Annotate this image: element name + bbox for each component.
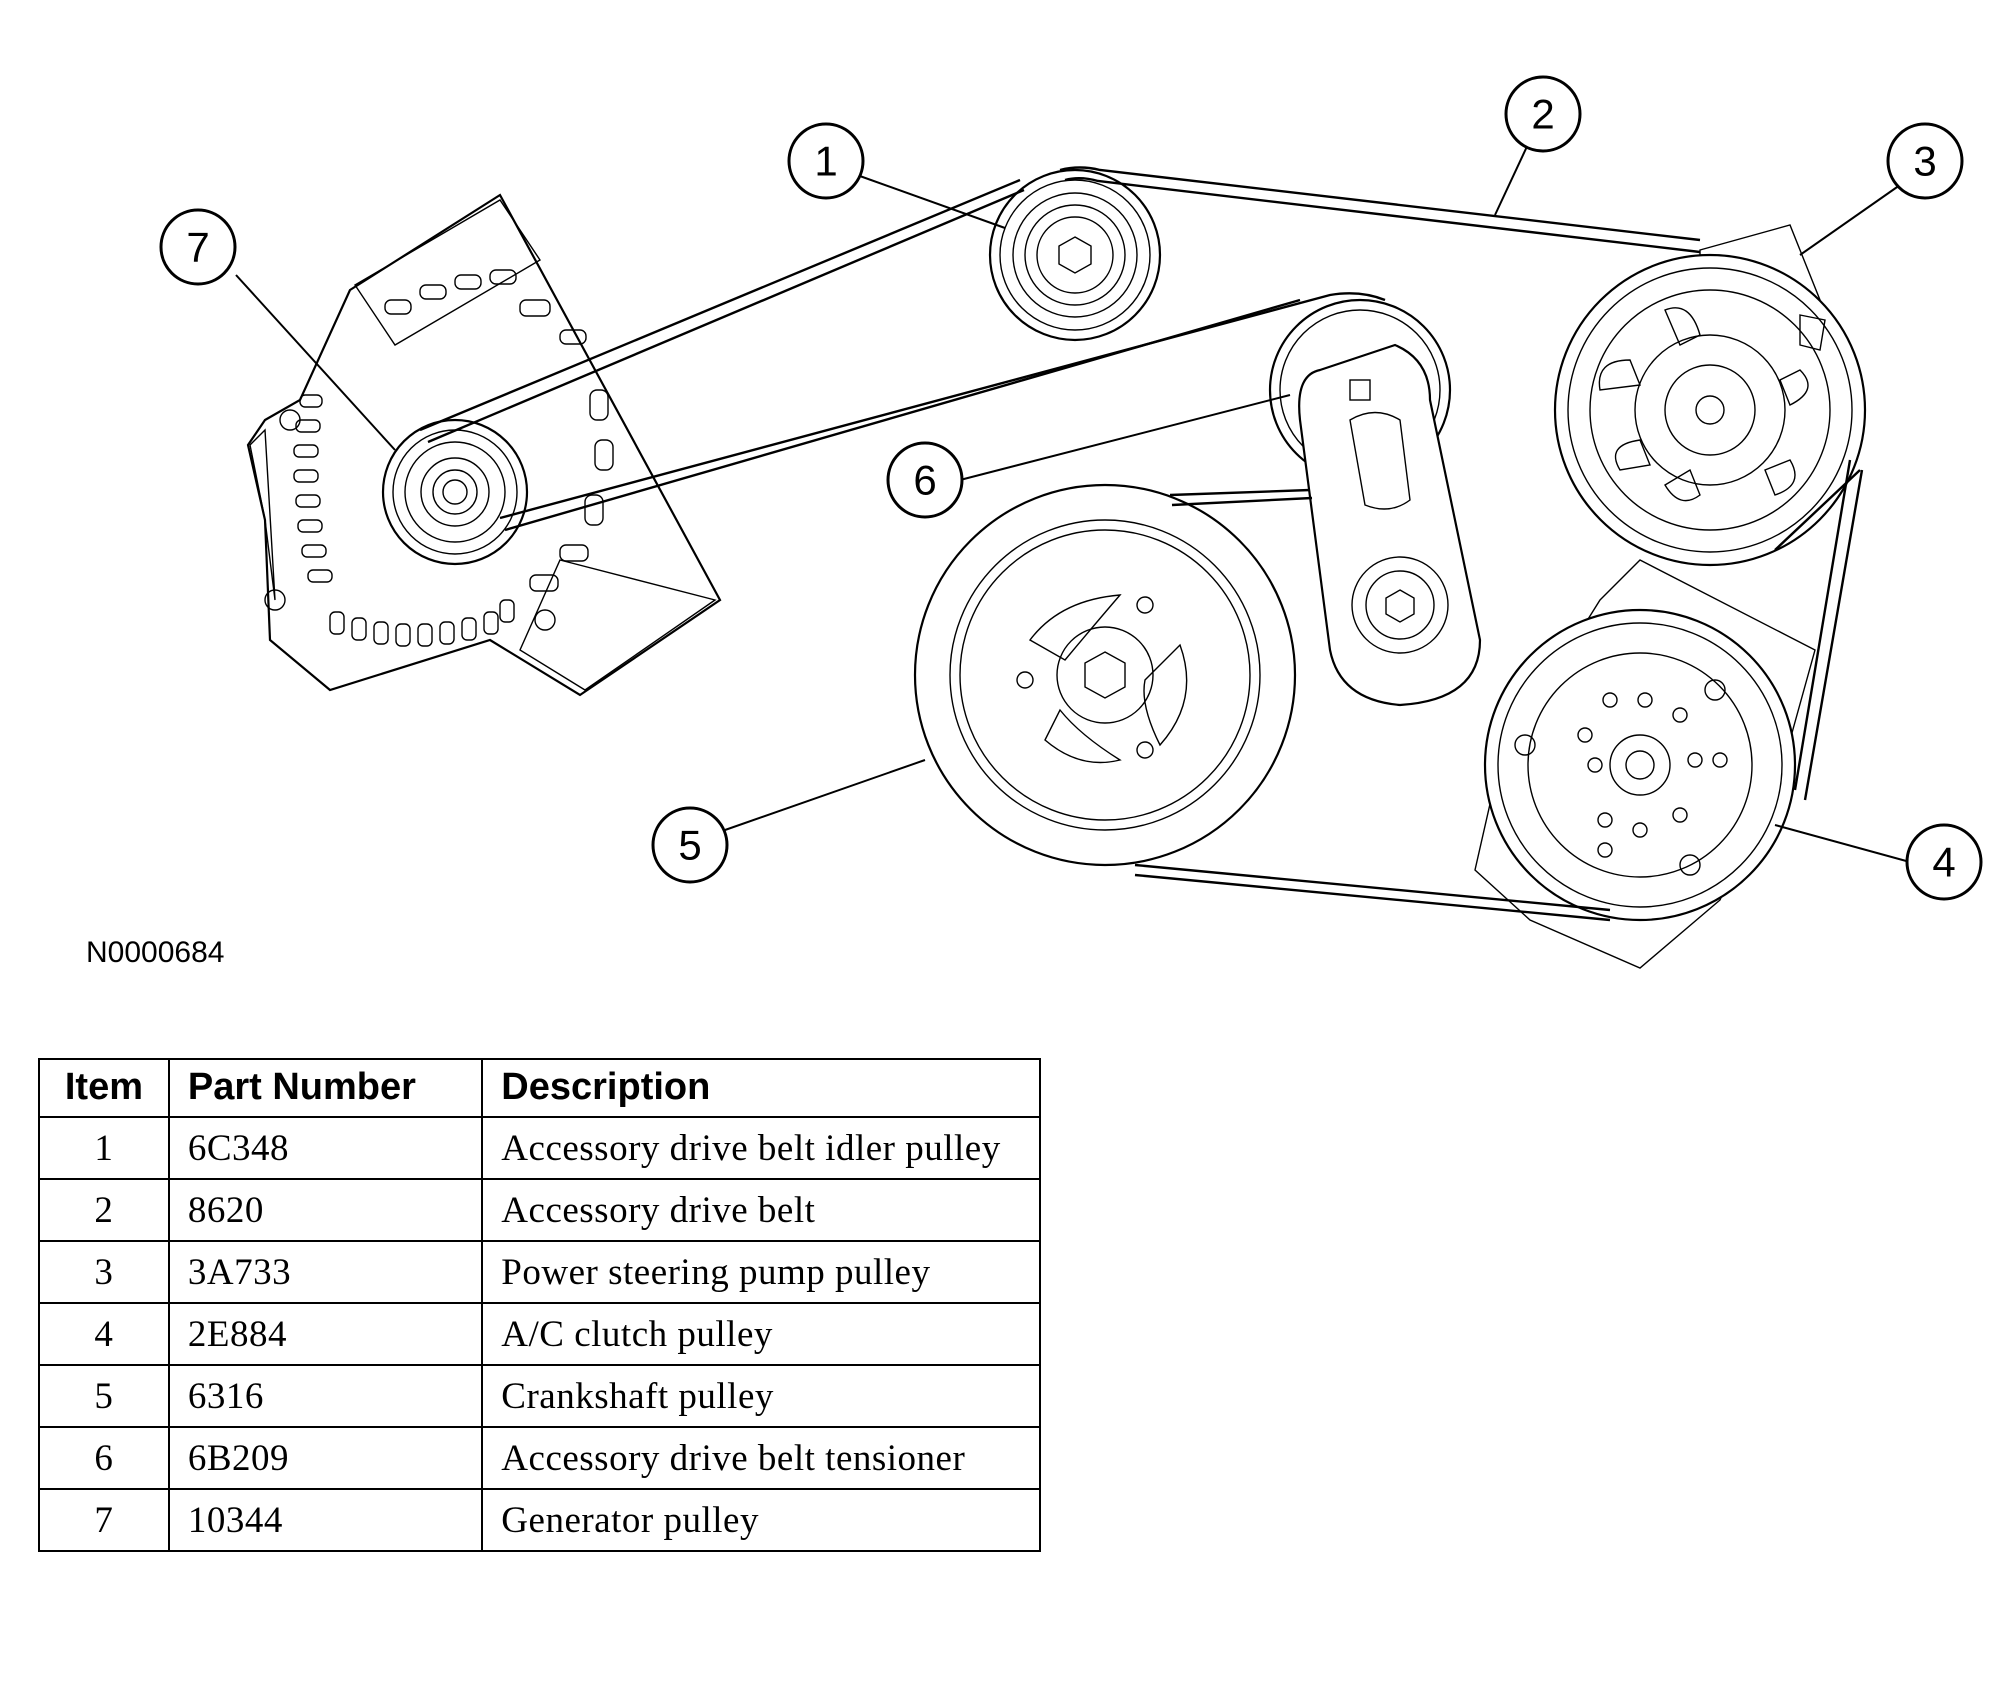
table-row: 4 2E884 A/C clutch pulley: [38, 1302, 1041, 1366]
callout-7-label: 7: [186, 224, 209, 271]
parts-table: Item Part Number Description 1 6C348 Acc…: [38, 1058, 1041, 1552]
table-row: 6 6B209 Accessory drive belt tensioner: [38, 1426, 1041, 1490]
callout-5-label: 5: [678, 822, 701, 869]
cell-description: Accessory drive belt: [481, 1178, 1041, 1242]
table-row: 5 6316 Crankshaft pulley: [38, 1364, 1041, 1428]
cell-part-number: 8620: [167, 1178, 484, 1242]
cell-description: A/C clutch pulley: [481, 1302, 1041, 1366]
cell-item: 6: [38, 1426, 170, 1490]
callouts: 1 2 3 4 5 6 7: [159, 75, 1983, 901]
table-row: 1 6C348 Accessory drive belt idler pulle…: [38, 1116, 1041, 1180]
cell-description: Crankshaft pulley: [481, 1364, 1041, 1428]
cell-item: 1: [38, 1116, 170, 1180]
ac-clutch: [1474, 559, 1816, 969]
cell-item: 3: [38, 1240, 170, 1304]
cell-item: 7: [38, 1488, 170, 1552]
belt-tensioner: [1268, 298, 1482, 707]
cell-part-number: 2E884: [167, 1302, 484, 1366]
cell-item: 5: [38, 1364, 170, 1428]
callout-1: 1: [787, 122, 865, 200]
callout-5: 5: [651, 806, 729, 884]
table-row: 3 3A733 Power steering pump pulley: [38, 1240, 1041, 1304]
power-steering-pulley: [1553, 224, 1867, 567]
callout-3: 3: [1886, 122, 1964, 200]
callout-1-label: 1: [814, 138, 837, 185]
crankshaft-pulley: [913, 483, 1297, 867]
belt-routing-diagram: 1 2 3 4 5 6 7: [159, 75, 1983, 969]
callout-4: 4: [1905, 823, 1983, 901]
callout-2: 2: [1504, 75, 1582, 153]
generator: [246, 193, 722, 697]
cell-part-number: 6B209: [167, 1426, 484, 1490]
table-header-row: Item Part Number Description: [38, 1058, 1041, 1118]
cell-part-number: 10344: [167, 1488, 484, 1552]
accessory-drive-belt: [419, 166, 1864, 922]
cell-item: 4: [38, 1302, 170, 1366]
cell-part-number: 6C348: [167, 1116, 484, 1180]
cell-description: Generator pulley: [481, 1488, 1041, 1552]
cell-description: Accessory drive belt idler pulley: [481, 1116, 1041, 1180]
callout-3-label: 3: [1913, 138, 1936, 185]
cell-description: Accessory drive belt tensioner: [481, 1426, 1041, 1490]
cell-part-number: 3A733: [167, 1240, 484, 1304]
table-row: 2 8620 Accessory drive belt: [38, 1178, 1041, 1242]
cell-description: Power steering pump pulley: [481, 1240, 1041, 1304]
callout-6-label: 6: [913, 457, 936, 504]
idler-pulley: [988, 168, 1162, 342]
header-item: Item: [38, 1058, 170, 1118]
table-row: 7 10344 Generator pulley: [38, 1488, 1041, 1552]
header-part-number: Part Number: [167, 1058, 484, 1118]
cell-item: 2: [38, 1178, 170, 1242]
figure-id: N0000684: [86, 936, 225, 969]
header-description: Description: [481, 1058, 1041, 1118]
callout-6: 6: [886, 441, 964, 519]
callout-4-label: 4: [1932, 839, 1955, 886]
callout-7: 7: [159, 208, 237, 286]
callout-2-label: 2: [1531, 91, 1554, 138]
cell-part-number: 6316: [167, 1364, 484, 1428]
